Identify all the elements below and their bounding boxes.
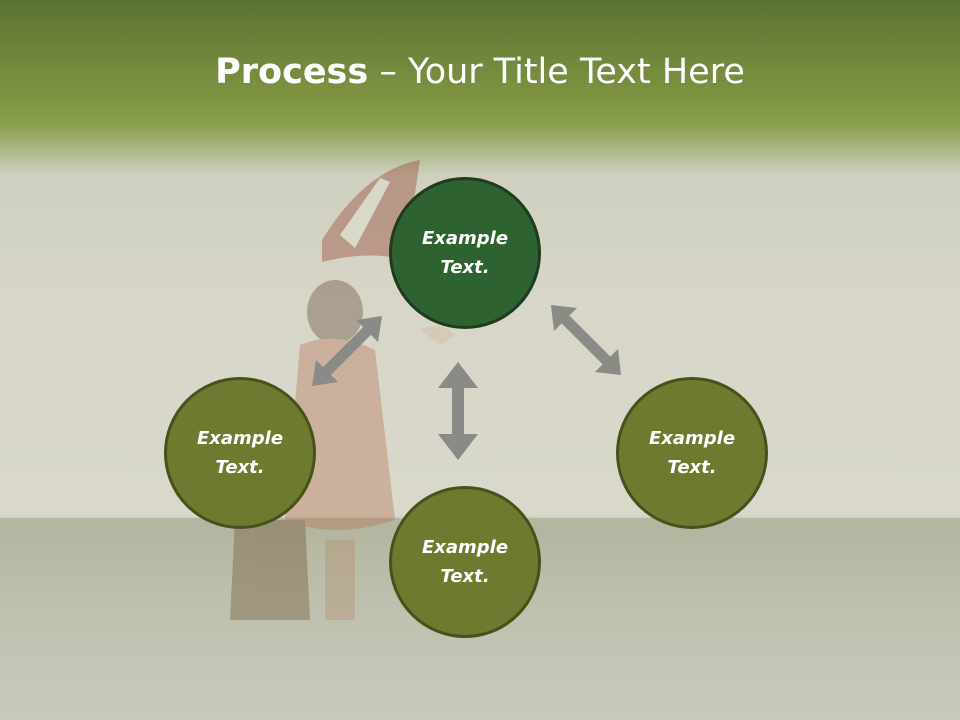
process-node-right[interactable]: Example Text. [616,377,768,529]
slide-title: Process – Your Title Text Here [0,52,960,92]
title-rest: – Your Title Text Here [368,52,745,92]
node-label: Example Text. [421,537,509,587]
process-node-bottom[interactable]: Example Text. [389,486,541,638]
node-label: Example Text. [421,228,509,278]
title-bold: Process [215,52,369,92]
process-node-left[interactable]: Example Text. [164,377,316,529]
arrow-top-to-right [551,305,621,375]
node-label: Example Text. [648,428,736,478]
node-label: Example Text. [196,428,284,478]
process-node-top[interactable]: Example Text. [389,177,541,329]
arrow-top-to-left [312,316,382,386]
arrow-top-to-bottom [438,362,478,460]
